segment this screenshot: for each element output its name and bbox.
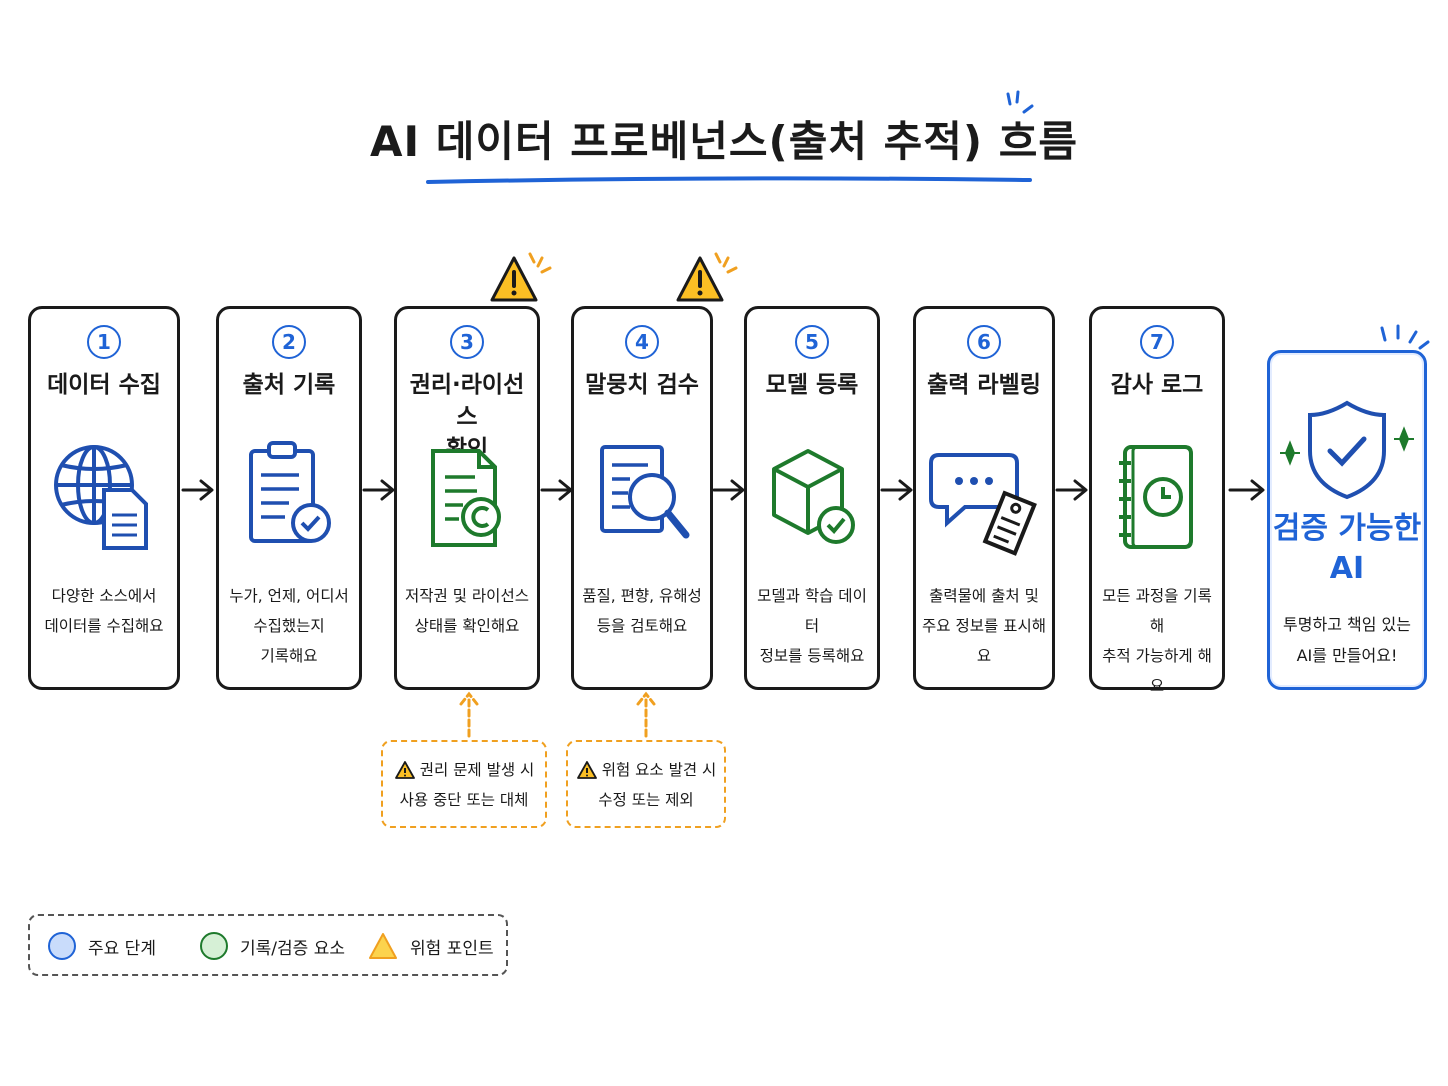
blue-circle-icon — [48, 932, 76, 960]
risk-text: 위험 요소 발견 시 — [601, 761, 717, 779]
step-number: 2 — [272, 325, 306, 359]
risk-callout-2: 위험 요소 발견 시 수정 또는 제외 — [566, 740, 726, 828]
copyright-document-icon — [431, 449, 501, 547]
step-number: 1 — [87, 325, 121, 359]
flow-arrow — [880, 479, 913, 501]
step-card-1[interactable]: 1 데이터 수집 다양한 소스에서 데이터를 수집해요 — [28, 306, 180, 690]
step-description: 모델과 학습 데이터 정보를 등록해요 — [757, 587, 867, 665]
legend-item-risk: 위험 포인트 — [368, 932, 494, 960]
risk-text: 수정 또는 제외 — [598, 791, 694, 809]
final-title: 검증 가능한 AI — [1272, 511, 1422, 586]
step-title: 출처 기록 — [242, 372, 336, 398]
step-card-4[interactable]: 4 말뭉치 검수 품질, 편향, 유해성 등을 검토해요 — [571, 306, 713, 690]
flow-arrow — [1228, 479, 1265, 501]
warning-icon — [576, 761, 597, 779]
step-description: 저작권 및 라이선스 상태를 확인해요 — [405, 587, 529, 635]
step-number: 3 — [450, 325, 484, 359]
risk-text: 사용 중단 또는 대체 — [399, 791, 529, 809]
step-description: 품질, 편향, 유해성 등을 검토해요 — [582, 587, 702, 635]
legend-label: 주요 단계 — [88, 938, 156, 959]
warning-icon — [394, 761, 415, 779]
step-title: 말뭉치 검수 — [585, 372, 699, 398]
legend-item-main-step: 주요 단계 — [48, 932, 156, 960]
cube-check-icon — [772, 449, 855, 544]
step-number: 7 — [1140, 325, 1174, 359]
sparkle-icon — [1380, 324, 1430, 350]
step-card-5[interactable]: 5 모델 등록 모델과 학습 데이터 정보를 등록해요 — [744, 306, 880, 690]
flow-arrow — [1055, 479, 1088, 501]
final-description: 투명하고 책임 있는 AI를 만들어요! — [1283, 615, 1411, 665]
step-description: 모든 과정을 기록해 추적 가능하게 해요 — [1102, 587, 1212, 695]
step-title: 모델 등록 — [765, 372, 859, 398]
step-card-6[interactable]: 6 출력 라벨링 출력물에 출처 및 주요 정보를 표시해요 — [913, 306, 1055, 690]
title-underline — [426, 176, 1032, 184]
step-number: 4 — [625, 325, 659, 359]
flow-arrow — [540, 479, 573, 501]
chat-tag-icon — [929, 453, 1037, 556]
clipboard-check-icon — [249, 441, 331, 543]
shield-check-icon — [1280, 400, 1414, 500]
flow-arrow — [712, 479, 745, 501]
warning-icon — [369, 933, 397, 959]
step-card-7[interactable]: 7 감사 로그 모든 과정을 기록해 추적 가능하게 해요 — [1089, 306, 1225, 695]
step-description: 출력물에 출처 및 주요 정보를 표시해요 — [922, 587, 1046, 665]
legend-item-record: 기록/검증 요소 — [200, 932, 345, 960]
step-description: 다양한 소스에서 데이터를 수집해요 — [44, 587, 164, 635]
green-circle-icon — [200, 932, 228, 960]
step-title: 출력 라벨링 — [927, 372, 1041, 398]
final-card[interactable]: 검증 가능한 AI 투명하고 책임 있는 AI를 만들어요! — [1267, 350, 1427, 690]
step-title: 데이터 수집 — [47, 372, 161, 398]
diagram-title: AI 데이터 프로베넌스(출처 추적) 흐름 — [370, 117, 1078, 166]
risk-arrow — [459, 691, 479, 738]
log-book-clock-icon — [1119, 445, 1193, 549]
step-description: 누가, 언제, 어디서 수집했는지 기록해요 — [229, 587, 349, 665]
step-number: 5 — [795, 325, 829, 359]
document-magnifier-icon — [600, 445, 690, 539]
step-number: 6 — [967, 325, 1001, 359]
legend-label: 위험 포인트 — [410, 938, 494, 959]
warning-icon — [676, 252, 738, 302]
legend: 주요 단계 기록/검증 요소 위험 포인트 — [28, 914, 508, 976]
risk-callout-1: 권리 문제 발생 시 사용 중단 또는 대체 — [381, 740, 547, 828]
warning-icon — [490, 252, 552, 302]
risk-text: 권리 문제 발생 시 — [419, 761, 535, 779]
flow-arrow — [181, 479, 214, 501]
flow-arrow — [362, 479, 395, 501]
legend-label: 기록/검증 요소 — [240, 938, 345, 959]
risk-arrow — [636, 691, 656, 738]
globe-document-icon — [54, 445, 148, 550]
step-card-3[interactable]: 3 권리·라이선스 확인 저작권 및 라이선스 상태를 확인해요 — [394, 306, 540, 690]
step-card-2[interactable]: 2 출처 기록 누가, 언제, 어디서 수집했는지 기록해요 — [216, 306, 362, 690]
step-title: 감사 로그 — [1110, 372, 1204, 398]
sparkle-icon — [1006, 90, 1034, 114]
